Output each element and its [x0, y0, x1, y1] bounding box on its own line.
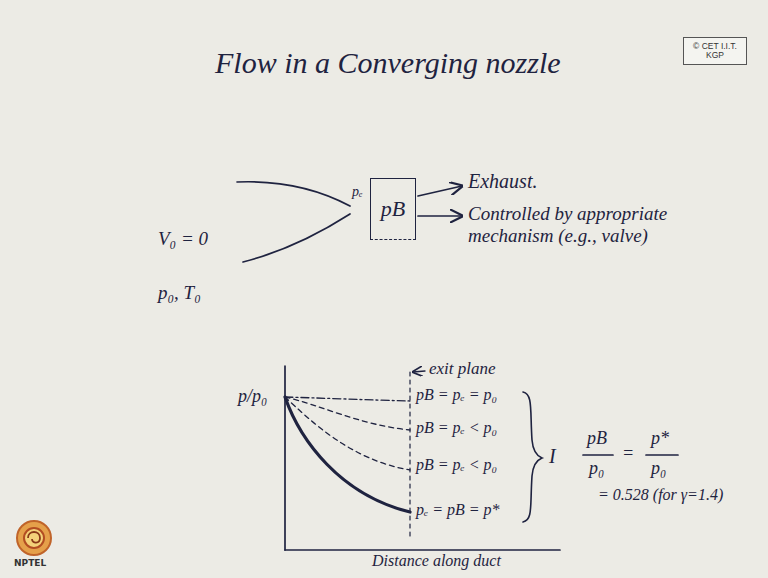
axis-label: Distance along duct	[372, 552, 501, 570]
case-label: pB = pₑ < p₀	[416, 419, 497, 437]
equals-sign: =	[622, 443, 634, 464]
pressure-curve-1	[285, 397, 410, 401]
stagnation-label: p₀, T₀	[158, 282, 201, 304]
pressure-curve-2	[285, 397, 410, 430]
nptel-logo	[17, 521, 51, 555]
y-axis	[284, 366, 286, 550]
watermark-box: © CET I.I.T. KGP	[683, 37, 747, 65]
exit-plane-label: exit plane	[429, 359, 496, 379]
exhaust-label: Exhaust.	[468, 170, 537, 193]
fraction-bar	[646, 454, 678, 456]
x-axis	[285, 549, 560, 551]
logo-swirl	[24, 528, 44, 548]
exhaust-arrow	[418, 186, 462, 196]
fraction-denominator: p₀	[589, 458, 604, 479]
exit-plane-arrow	[413, 371, 425, 372]
velocity-label: V₀ = 0	[158, 228, 208, 250]
logo-swirl	[28, 532, 40, 543]
exit-plane-line	[409, 372, 410, 540]
nozzle-upper-wall	[237, 182, 350, 206]
node-text: pB	[381, 197, 405, 221]
exit-pressure-label: pₑ	[352, 184, 363, 200]
control-arrow	[418, 215, 462, 217]
receiver-box: pB	[370, 178, 416, 240]
choked-pressure-curve	[285, 397, 410, 512]
fraction-denominator: p₀	[651, 458, 666, 479]
nozzle-lower-wall	[243, 214, 350, 262]
logo-text: NPTEL	[14, 558, 46, 568]
axis-label: p/p₀	[238, 386, 267, 407]
fraction-numerator: pB	[587, 428, 607, 449]
fraction-bar	[583, 454, 613, 456]
case-label: pB = pₑ < p₀	[416, 456, 497, 474]
case-label: pₑ = pB = p*	[416, 501, 500, 519]
regime-number: I	[549, 445, 556, 468]
logo-circle	[17, 521, 51, 555]
control-note: Controlled by appropriate mechanism (e.g…	[468, 203, 668, 247]
fraction-numerator: p*	[651, 428, 669, 449]
brace	[523, 392, 542, 522]
critical-ratio: = 0.528 (for γ=1.4)	[598, 486, 723, 504]
title-heading: Flow in a Converging nozzle	[215, 46, 561, 81]
case-label: pB = pₑ = p₀	[416, 386, 497, 404]
node-text: © CET I.I.T. KGP	[691, 42, 739, 61]
